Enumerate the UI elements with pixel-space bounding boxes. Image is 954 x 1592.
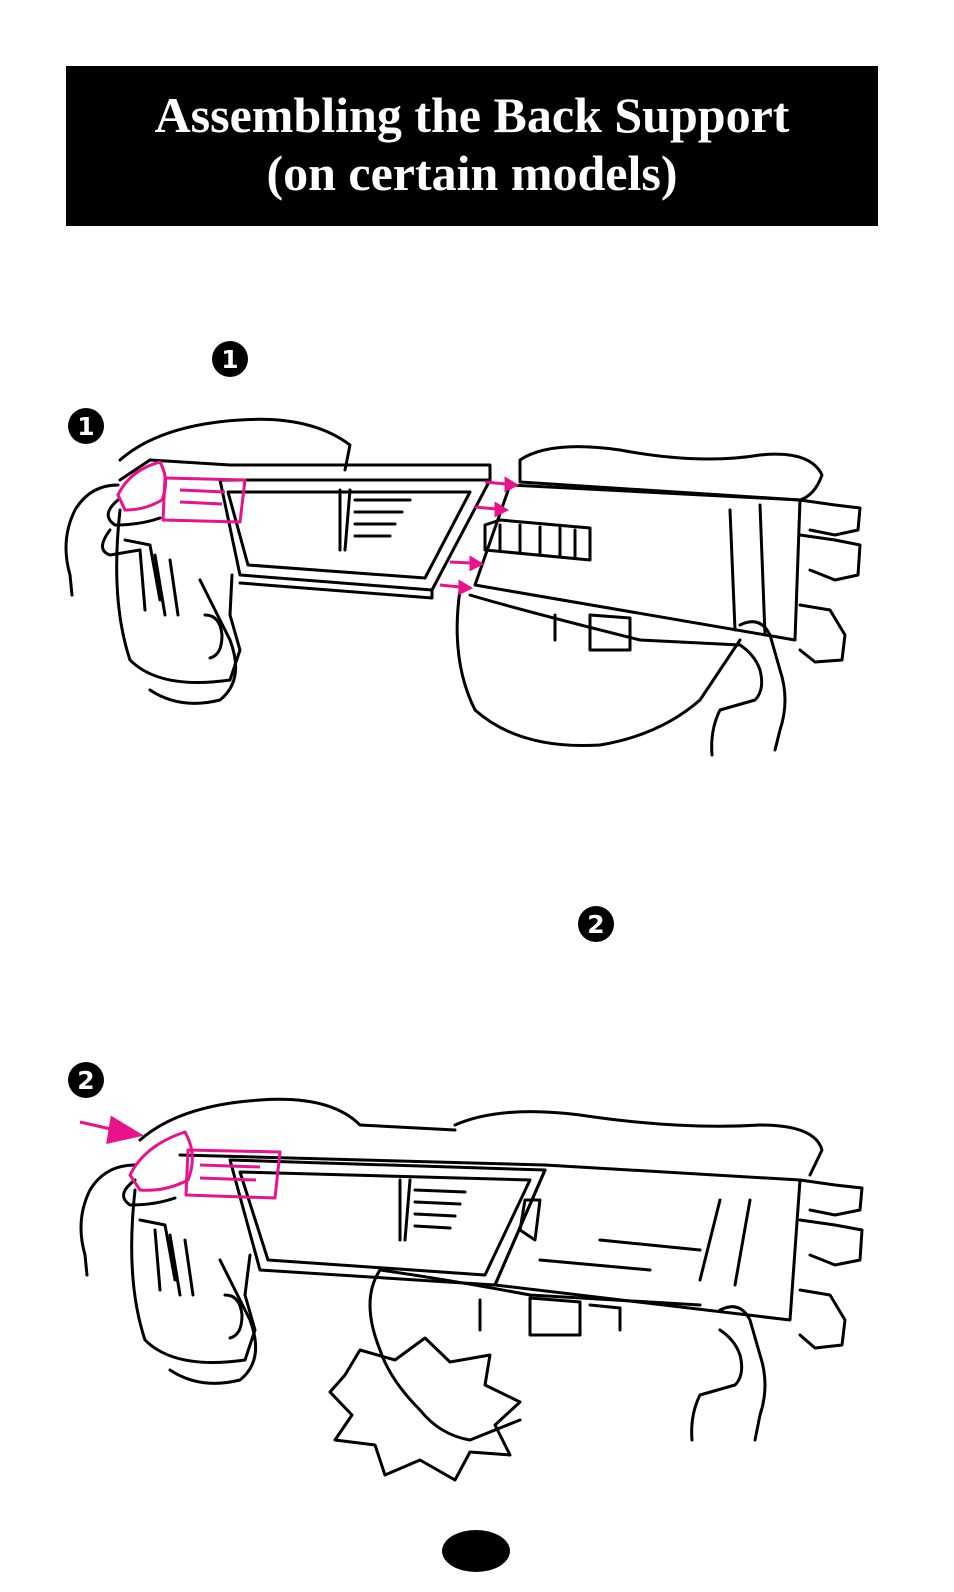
page-title: Assembling the Back Support bbox=[66, 86, 878, 144]
step-2-text-badge: 2 bbox=[578, 906, 614, 942]
page-subtitle: (on certain models) bbox=[66, 144, 878, 202]
step-1-text-badge: 1 bbox=[212, 341, 248, 377]
illustration-step-2 bbox=[0, 1080, 954, 1500]
page-number-oval bbox=[442, 1530, 510, 1572]
back-support-attach-icon bbox=[0, 400, 954, 770]
back-support-press-icon bbox=[0, 1080, 954, 1500]
illustration-step-1 bbox=[0, 400, 954, 770]
title-banner: Assembling the Back Support (on certain … bbox=[66, 66, 878, 226]
